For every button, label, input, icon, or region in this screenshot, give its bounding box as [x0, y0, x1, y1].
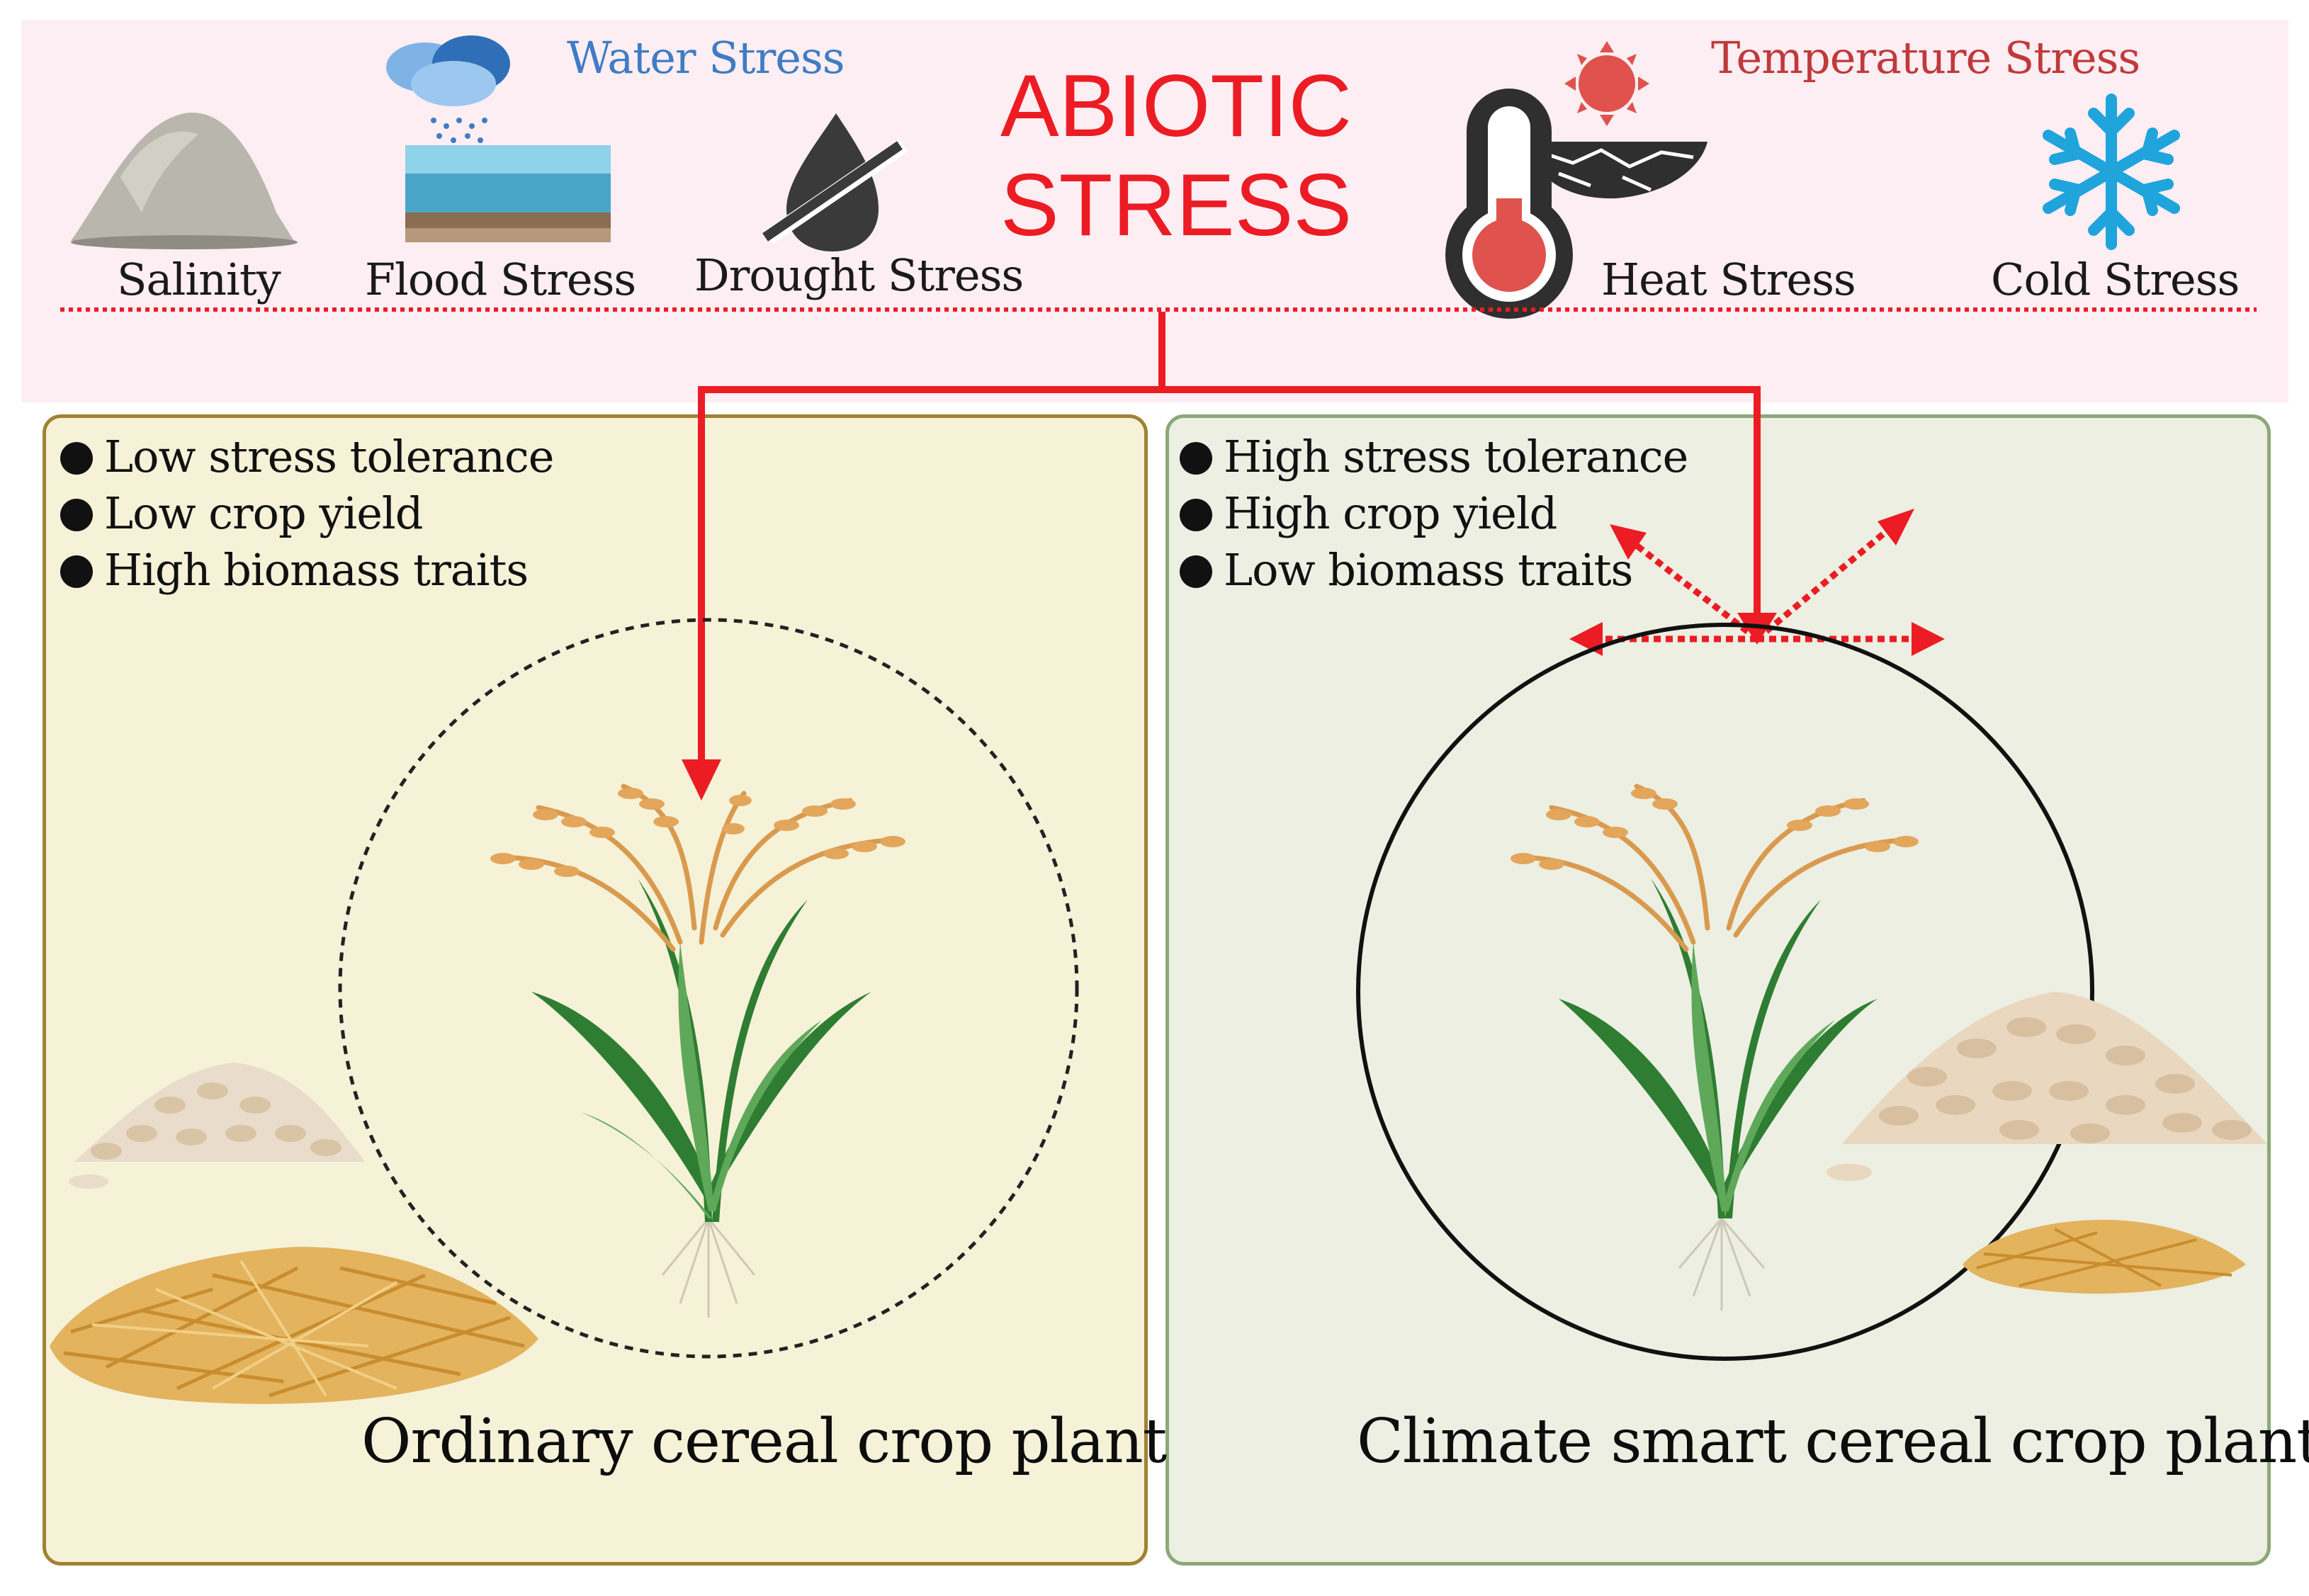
trait-item: Low stress tolerance [60, 429, 554, 485]
trait-text: Low crop yield [104, 487, 423, 539]
salinity-label: Salinity [117, 254, 281, 305]
climate-smart-plant-boundary [1356, 623, 2094, 1361]
water-stress-group-label: Water Stress [567, 32, 845, 84]
sun-icon [1564, 41, 1649, 126]
snowflake-icon [2043, 94, 2180, 250]
bullet-icon [60, 499, 93, 531]
title-line-2: STRESS [1000, 157, 1353, 254]
cold-stress-label: Cold Stress [1991, 254, 2240, 305]
temperature-stress-group-label: Temperature Stress [1711, 32, 2140, 84]
ordinary-plant-title: Ordinary cereal crop plant [361, 1406, 1167, 1477]
climate-smart-plant-traits: High stress tolerance High crop yield Lo… [1180, 429, 1688, 599]
cracked-ground-icon [1523, 142, 1707, 199]
bullet-icon [60, 555, 93, 588]
page-title: ABIOTIC STRESS [978, 57, 1374, 255]
trait-item: Low crop yield [60, 485, 553, 542]
large-straw-pile-icon [50, 1247, 538, 1404]
trait-text: High stress tolerance [1224, 431, 1688, 482]
bullet-icon [1180, 499, 1212, 531]
thermometer-icon [1445, 89, 1573, 319]
ordinary-plant-boundary [338, 618, 1079, 1359]
small-grain-pile-icon [69, 1063, 365, 1189]
flood-stress-label: Flood Stress [365, 254, 636, 305]
drought-stress-label: Drought Stress [694, 249, 1024, 301]
climate-smart-rice-plant-icon [1511, 783, 1919, 1311]
drought-drop-icon [762, 113, 908, 251]
large-grain-pile-icon [1827, 992, 2267, 1181]
trait-text: Low stress tolerance [104, 431, 554, 482]
title-line-1: ABIOTIC [1000, 57, 1353, 155]
ordinary-plant-traits: Low stress tolerance Low crop yield High… [60, 429, 554, 599]
heat-stress-label: Heat Stress [1601, 254, 1856, 305]
trait-item: High stress tolerance [1180, 429, 1688, 485]
bullet-icon [60, 442, 93, 475]
trait-text: Low biomass traits [1224, 544, 1633, 596]
trait-item: Low biomass traits [1180, 542, 1688, 599]
stress-connector [698, 312, 1761, 765]
arrow-to-ordinary-plant [682, 759, 721, 800]
bullet-icon [1180, 442, 1212, 475]
trait-text: High crop yield [1224, 487, 1557, 539]
trait-text: High biomass traits [104, 544, 529, 596]
trait-item: High crop yield [1180, 485, 1688, 542]
flood-icon [386, 35, 611, 242]
bullet-icon [1180, 555, 1212, 588]
arrow-to-climate-smart-plant [1737, 613, 1777, 645]
trait-item: High biomass traits [60, 542, 553, 599]
ordinary-rice-plant-icon [490, 783, 905, 1318]
small-straw-pile-icon [1963, 1219, 2246, 1294]
salt-heap-icon [71, 113, 298, 249]
climate-smart-plant-title: Climate smart cereal crop plant [1357, 1406, 2309, 1477]
